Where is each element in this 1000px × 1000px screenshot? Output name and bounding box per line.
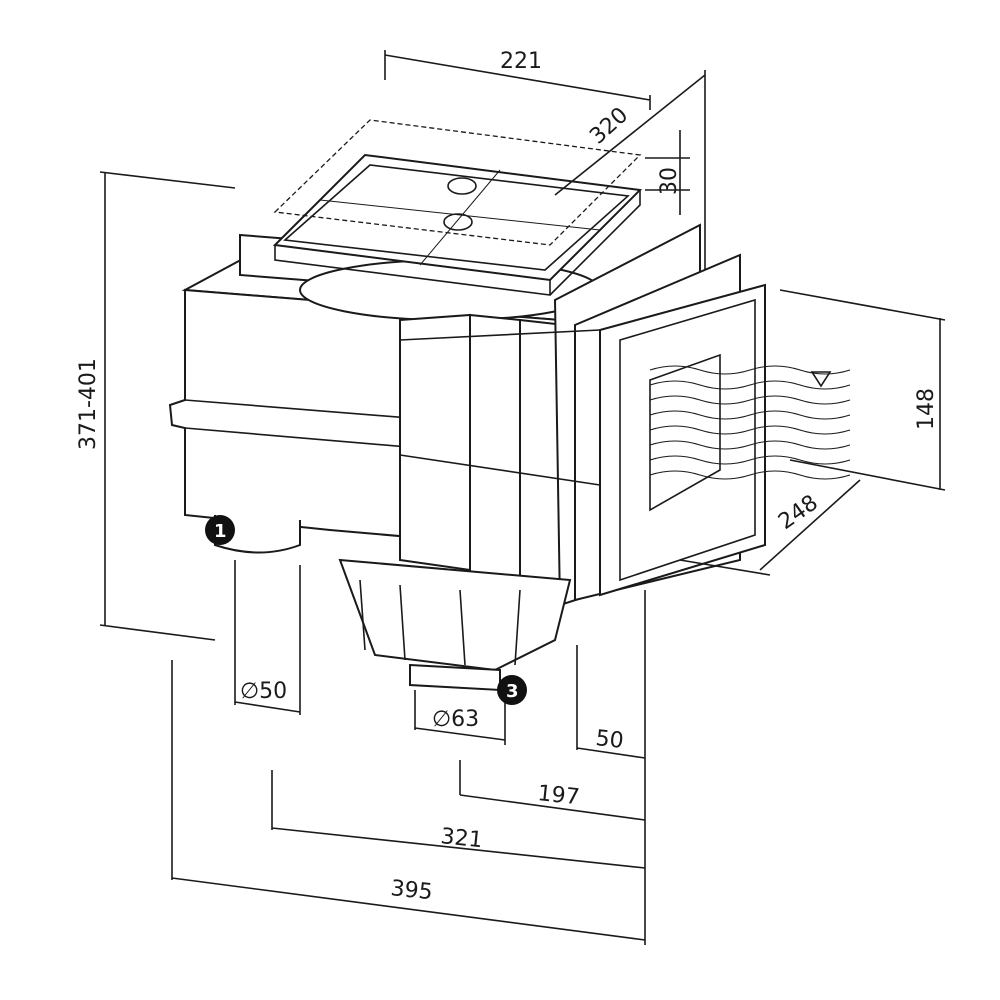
outlet-1-marker: 1 [205, 515, 235, 545]
dim-mouth-width: 248 [774, 490, 823, 535]
dim-offset-197: 197 [536, 781, 580, 810]
dim-mouth-height: 148 [914, 388, 939, 430]
dim-outlet-3-diameter: ∅63 [432, 707, 479, 732]
outlet-3-marker: 3 [497, 675, 527, 705]
dim-offset-321: 321 [439, 824, 483, 853]
dim-lid-width: 221 [500, 49, 542, 74]
dim-offset-50: 50 [594, 726, 624, 754]
dim-depth: 320 [585, 103, 633, 150]
dimension-lines [99, 50, 946, 945]
dim-lid-height: 30 [657, 167, 682, 195]
svg-text:3: 3 [506, 681, 519, 702]
dim-total-width: 395 [389, 876, 433, 905]
svg-text:1: 1 [214, 521, 227, 542]
skimmer-body [168, 119, 851, 692]
dim-total-height: 371-401 [76, 358, 101, 450]
dim-outlet-1-diameter: ∅50 [240, 679, 287, 704]
water-level-icon [810, 371, 832, 388]
